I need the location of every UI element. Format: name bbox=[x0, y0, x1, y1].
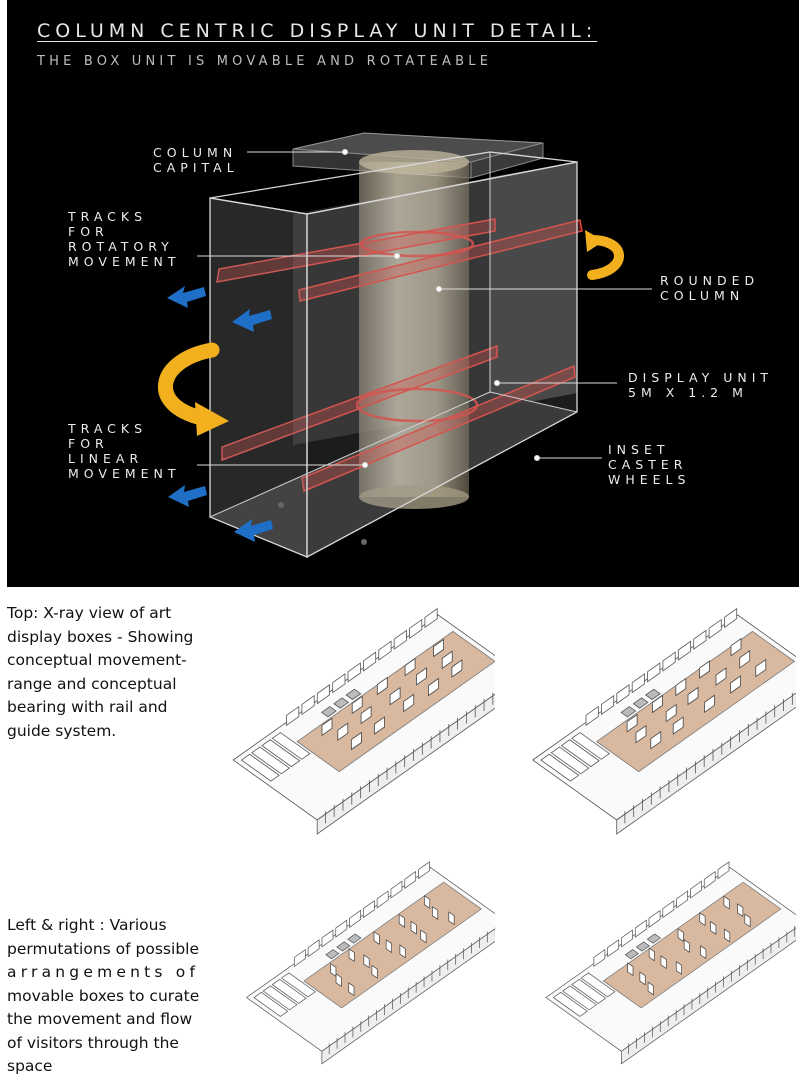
label-column-capital: COLUMN CAPITAL bbox=[153, 145, 239, 175]
upper-rail-front bbox=[298, 219, 583, 302]
label-rounded-column: ROUNDED COLUMN bbox=[660, 273, 759, 303]
label-line: COLUMN bbox=[153, 145, 238, 160]
floor-plan-axonometric-2 bbox=[532, 607, 796, 835]
caption-line: bearing with rail and bbox=[7, 698, 168, 716]
caption-line: space bbox=[7, 1057, 53, 1075]
upper-rail-back bbox=[216, 218, 496, 283]
rotation-arrow-large-icon bbox=[157, 342, 220, 426]
box-top-edge bbox=[209, 151, 578, 215]
caption-line: movable boxes to curate bbox=[7, 986, 200, 1005]
linear-arrow-icon bbox=[168, 485, 207, 507]
label-line: TRACKS bbox=[68, 209, 148, 224]
floor-plan-axonometric-4 bbox=[545, 861, 796, 1065]
linear-arrow-icon bbox=[232, 309, 272, 332]
floor-plan-axonometric-3 bbox=[245, 861, 495, 1065]
label-line: COLUMN bbox=[660, 288, 745, 303]
label-line: MOVEMENT bbox=[68, 466, 181, 481]
caption-line: the movement and flow bbox=[7, 1010, 193, 1028]
floor-plan-axonometric-1 bbox=[232, 607, 495, 835]
lower-rail-back bbox=[221, 344, 498, 462]
label-line: FOR bbox=[68, 436, 109, 451]
lower-rail-front bbox=[301, 364, 576, 493]
lower-rotatory-ring bbox=[355, 387, 479, 423]
caption-line: Left & right : Various bbox=[7, 916, 167, 934]
caption-line: Top: X-ray view of art bbox=[7, 604, 172, 622]
label-line: TRACKS bbox=[68, 421, 148, 436]
box-right-side bbox=[490, 162, 577, 410]
box-front-panel bbox=[209, 197, 308, 558]
rounded-column bbox=[359, 162, 469, 497]
label-tracks-linear: TRACKS FOR LINEAR MOVEMENT bbox=[68, 421, 181, 481]
caption-line: range and conceptual bbox=[7, 674, 177, 693]
label-line: CAPITAL bbox=[153, 160, 239, 175]
page-title: COLUMN CENTRIC DISPLAY UNIT DETAIL: bbox=[37, 20, 598, 42]
caption-line: of visitors through the bbox=[7, 1033, 179, 1052]
label-line: DISPLAY UNIT bbox=[628, 370, 774, 385]
caption-top: Top: X-ray view of art display boxes - S… bbox=[7, 602, 207, 743]
linear-arrow-icon bbox=[167, 286, 206, 308]
label-display-unit: DISPLAY UNIT 5M X 1.2 M bbox=[628, 370, 773, 400]
xray-display-unit-illustration bbox=[157, 132, 652, 559]
label-line: INSET bbox=[608, 442, 670, 457]
caption-line: permutations of possible bbox=[7, 939, 199, 958]
label-line: CASTER bbox=[608, 457, 688, 472]
caster-wheel bbox=[361, 539, 367, 545]
caption-line: conceptual movement- bbox=[7, 651, 187, 669]
label-tracks-rotatory: TRACKS FOR ROTATORY MOVEMENT bbox=[68, 209, 181, 269]
label-line: MOVEMENT bbox=[68, 254, 181, 269]
label-inset-caster: INSET CASTER WHEELS bbox=[608, 442, 690, 487]
label-line: LINEAR bbox=[68, 451, 144, 466]
label-line: FOR bbox=[68, 224, 109, 239]
caption-line: display boxes - Showing bbox=[7, 627, 194, 646]
caption-line: guide system. bbox=[7, 721, 117, 740]
caster-wheel bbox=[278, 502, 284, 508]
label-line: WHEELS bbox=[608, 472, 691, 487]
label-line: ROTATORY bbox=[68, 239, 174, 254]
label-line: ROUNDED bbox=[660, 273, 760, 288]
page-subtitle: THE BOX UNIT IS MOVABLE AND ROTATEABLE bbox=[37, 54, 493, 69]
label-line: 5M X 1.2 M bbox=[628, 385, 748, 400]
linear-arrow-icon bbox=[234, 519, 273, 542]
caption-bottom: Left & right : Various permutations of p… bbox=[7, 914, 207, 1079]
diagram-panel: COLUMN CENTRIC DISPLAY UNIT DETAIL: THE … bbox=[7, 0, 799, 587]
caption-line: arrangements of bbox=[7, 963, 200, 981]
